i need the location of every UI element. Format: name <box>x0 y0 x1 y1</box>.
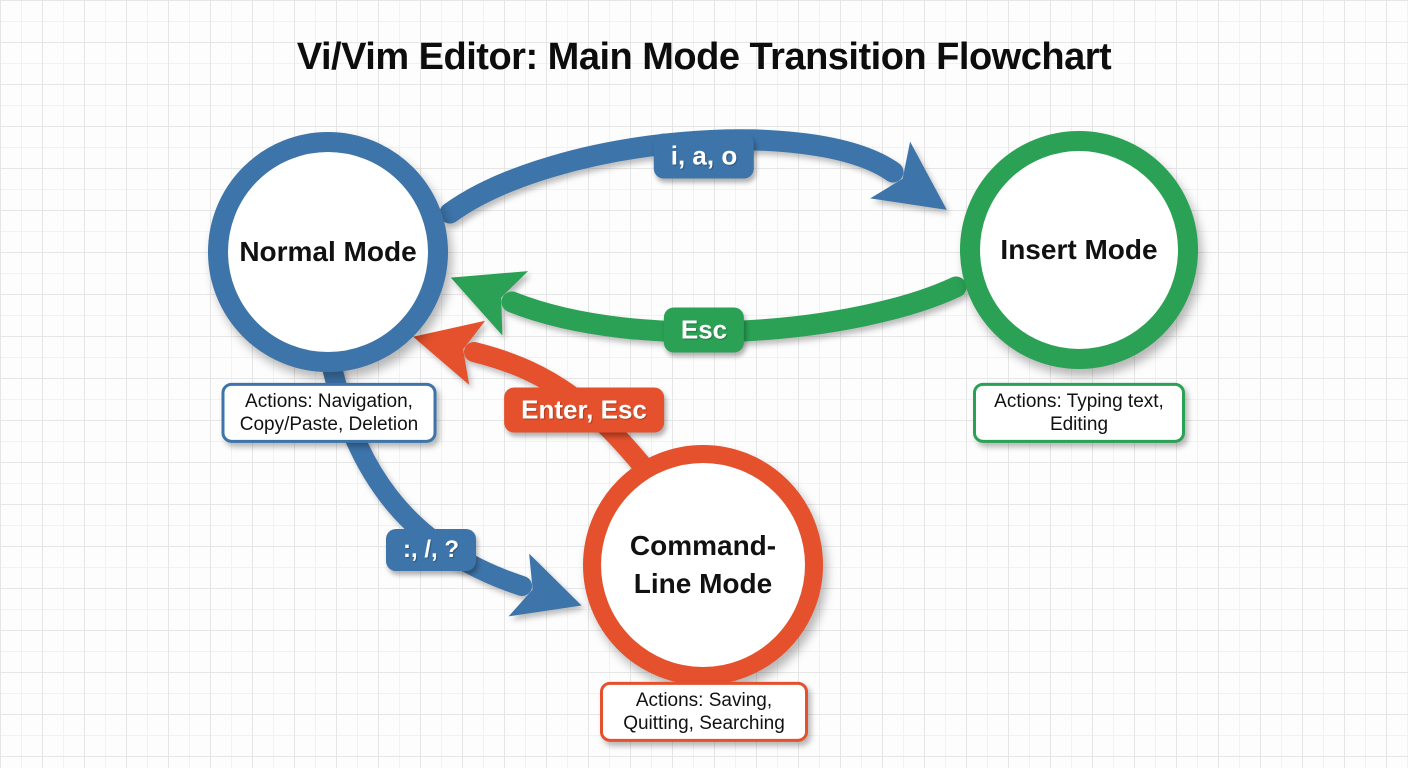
node-insert-mode[interactable]: Insert Mode <box>960 131 1198 369</box>
actions-box-normal-mode: Actions: Navigation, Copy/Paste, Deletio… <box>221 382 437 444</box>
node-command-line-mode-label: Command-Line Mode <box>629 530 777 599</box>
actions-box-normal-mode-text: Actions: Navigation, Copy/Paste, Deletio… <box>239 390 419 435</box>
node-command-line-mode[interactable]: Command-Line Mode <box>583 445 823 685</box>
arrow-insert-to-normal <box>450 271 967 343</box>
node-normal-mode-label: Normal Mode <box>239 236 417 268</box>
actions-box-command-line-mode: Actions: Saving, Quitting, Searching <box>600 681 808 743</box>
actions-box-command-line-mode-text: Actions: Saving, Quitting, Searching <box>623 689 785 734</box>
edge-label-normal-to-command: :, /, ? <box>386 529 476 571</box>
actions-box-insert-mode-text: Actions: Typing text, Editing <box>994 390 1164 435</box>
page-title: Vi/Vim Editor: Main Mode Transition Flow… <box>296 36 1112 78</box>
node-normal-mode[interactable]: Normal Mode <box>208 132 448 372</box>
actions-box-insert-mode: Actions: Typing text, Editing <box>973 382 1185 444</box>
node-insert-mode-label: Insert Mode <box>1000 234 1158 266</box>
edge-label-insert-to-normal: Esc <box>663 307 745 353</box>
edge-label-command-to-normal: Enter, Esc <box>504 387 664 433</box>
edge-label-normal-to-insert: i, a, o <box>653 133 755 179</box>
